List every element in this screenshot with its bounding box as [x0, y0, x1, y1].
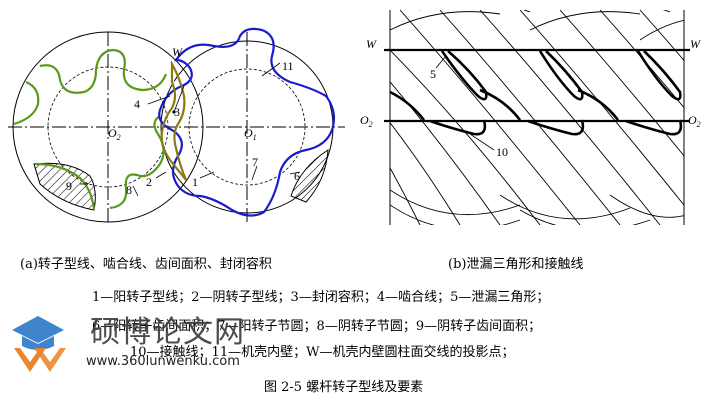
label-4: 4	[134, 97, 140, 111]
label-O1: O1	[244, 126, 257, 142]
female-interlobe-area	[33, 162, 96, 211]
label-W-left: W	[366, 37, 377, 51]
label-W-right: W	[690, 37, 701, 51]
male-rotor-profile	[158, 27, 336, 217]
label-5: 5	[430, 67, 436, 81]
watermark-logo	[12, 316, 66, 372]
label-9: 9	[66, 179, 72, 193]
watermark-url: www.360lunwenku.com	[86, 354, 240, 369]
mesh-line	[160, 59, 188, 181]
label-7: 7	[252, 155, 258, 169]
male-interlobe-area	[290, 149, 329, 203]
label-8: 8	[126, 183, 132, 197]
label-O2-right: O2	[688, 113, 701, 129]
caption-b: (b)泄漏三角形和接触线	[448, 257, 584, 272]
legend-line-3: 10—接触线；11—机壳内壁；W—机壳内壁圆柱面交线的投影点；	[130, 345, 515, 360]
label-11: 11	[282, 59, 294, 73]
label-10: 10	[496, 145, 508, 159]
male-pitch-circle	[188, 68, 306, 186]
label-1: 1	[192, 175, 198, 189]
legend-line-1: 1—阳转子型线；2—阴转子型线；3—封闭容积；4—啮合线；5—泄漏三角形；	[92, 290, 550, 305]
figure-title: 图 2-5 螺杆转子型线及要素	[264, 380, 424, 395]
figure-a: W 11 4 3 O2 O1 7 1 2 6 9 8	[8, 27, 345, 223]
label-O2: O2	[108, 126, 121, 142]
figure-b: W W 5 O2 O2 10	[360, 10, 701, 225]
leakage-triangles	[440, 50, 682, 101]
label-3: 3	[174, 105, 180, 119]
label-2: 2	[146, 175, 152, 189]
legend-line-2: 6—阳转子齿间面积；7—阳转子节圆；8—阴转子节圆；9—阴转子齿间面积；	[92, 319, 542, 334]
label-W: W	[172, 45, 183, 59]
contact-lines	[389, 88, 683, 136]
caption-a: (a)转子型线、啮合线、齿间面积、封闭容积	[20, 257, 272, 272]
label-6: 6	[294, 169, 300, 183]
watermark-text: 硕博论文网	[90, 315, 245, 350]
label-O2-left: O2	[360, 113, 373, 129]
female-rotor-profile	[13, 48, 168, 211]
helix-lines	[390, 10, 684, 225]
